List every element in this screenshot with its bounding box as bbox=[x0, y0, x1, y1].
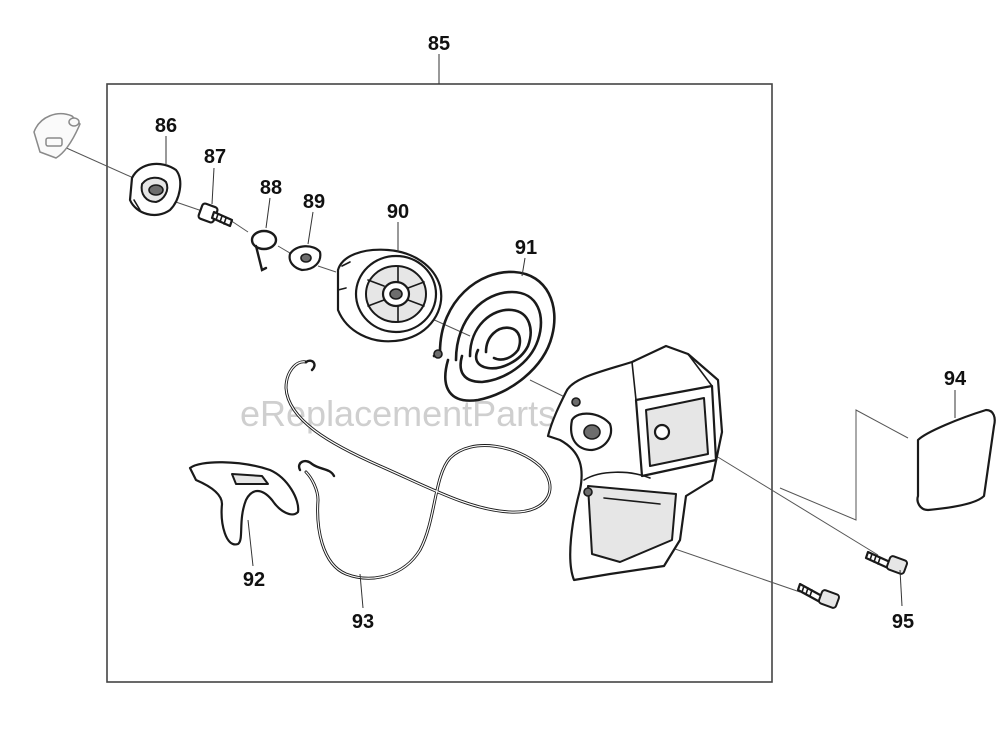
part-89-pawl bbox=[288, 245, 322, 272]
callout-95: 95 bbox=[892, 611, 914, 633]
reference-flywheel-ghost bbox=[33, 112, 81, 159]
part-93-starter-rope bbox=[284, 359, 552, 580]
callout-94: 94 bbox=[944, 368, 967, 390]
part-95-screw-upper bbox=[864, 550, 909, 575]
part-86-pawl-carrier bbox=[128, 162, 182, 217]
callout-88: 88 bbox=[260, 177, 282, 199]
part-91-recoil-spring bbox=[432, 270, 556, 402]
explode-axis-lines bbox=[61, 145, 909, 593]
callout-labels: 85 86 87 88 89 90 91 92 93 94 95 bbox=[155, 33, 967, 633]
callout-91: 91 bbox=[515, 237, 537, 259]
part-90-rope-pulley bbox=[336, 248, 443, 343]
part-92-starter-handle bbox=[188, 461, 300, 546]
part-95-screw-lower bbox=[796, 582, 841, 609]
part-87-screw bbox=[197, 202, 234, 228]
leader-lines bbox=[165, 54, 956, 609]
callout-89: 89 bbox=[303, 191, 325, 213]
part-88-spring-clip bbox=[250, 229, 278, 272]
callout-90: 90 bbox=[387, 201, 409, 223]
starter-housing bbox=[546, 344, 724, 582]
part-94-decal bbox=[916, 408, 996, 512]
callout-87: 87 bbox=[204, 146, 226, 168]
callout-92: 92 bbox=[243, 569, 265, 591]
callout-93: 93 bbox=[352, 611, 374, 633]
callout-85: 85 bbox=[428, 33, 450, 55]
callout-86: 86 bbox=[155, 115, 177, 137]
